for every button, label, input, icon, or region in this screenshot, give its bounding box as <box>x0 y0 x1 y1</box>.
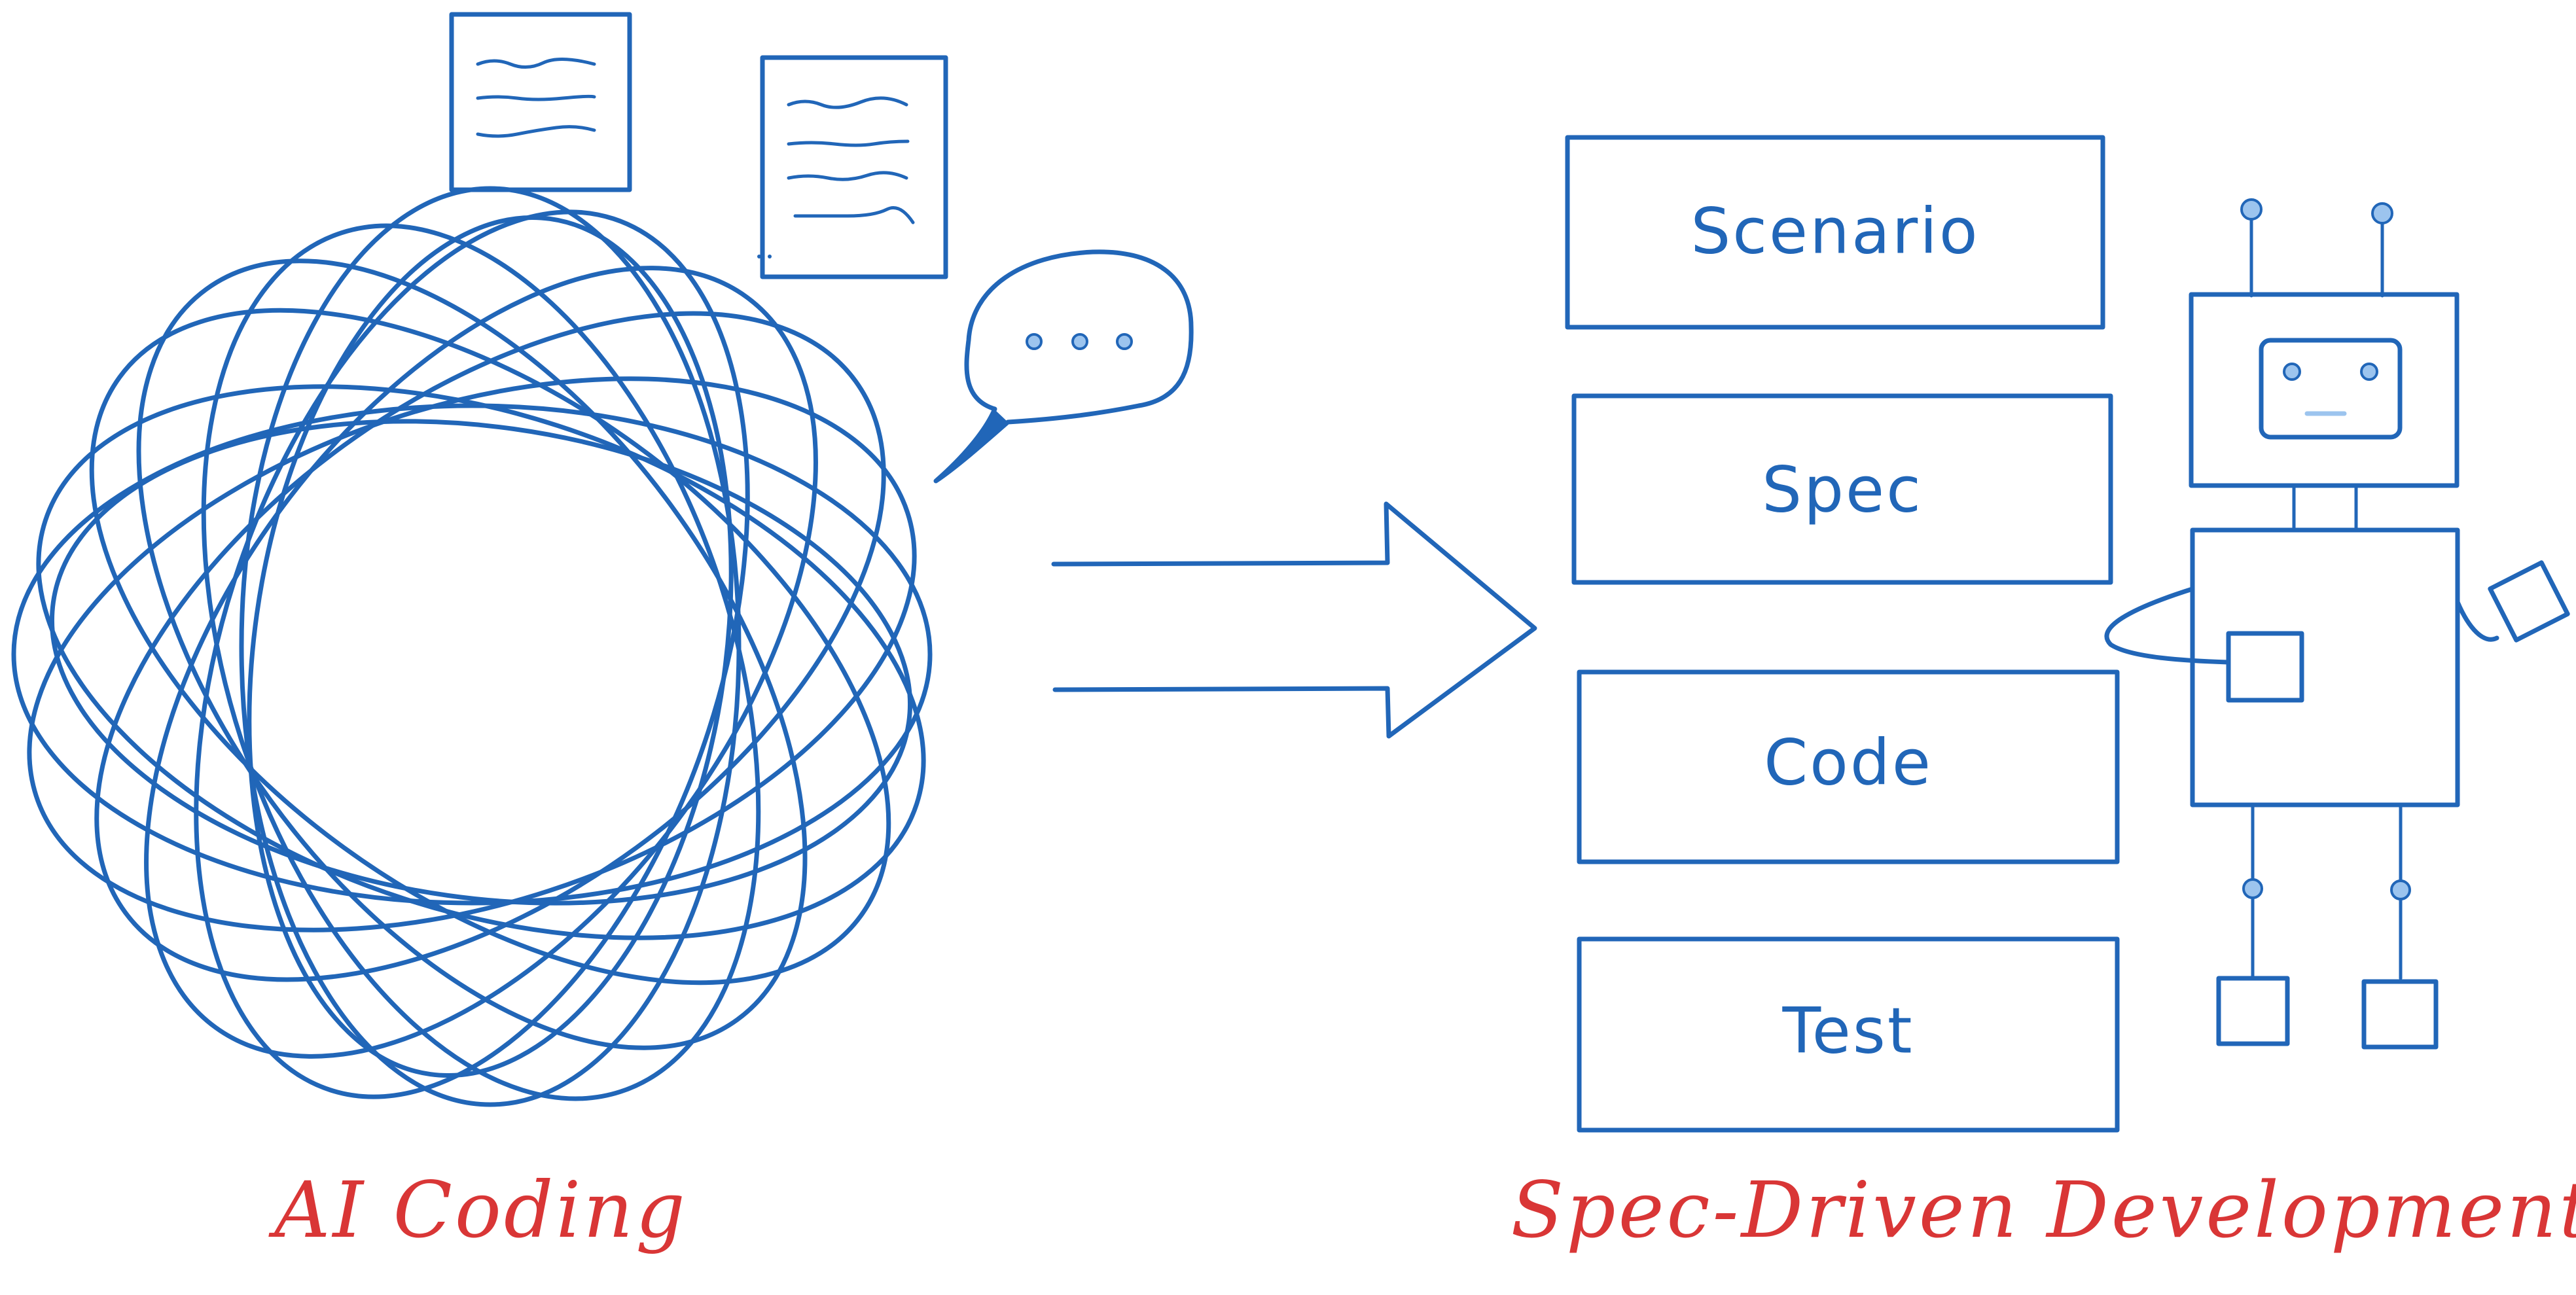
step-box-scenario: Scenario <box>1565 135 2105 330</box>
orbit-ellipse <box>194 209 750 1099</box>
orbit-ellipse <box>94 311 886 982</box>
left-caption: AI Coding <box>268 1165 687 1255</box>
orbit-ellipse <box>27 376 917 932</box>
speech-bubble-icon <box>933 249 1194 484</box>
right-caption: Spec-Driven Development <box>1511 1165 2576 1255</box>
step-label: Spec <box>1762 453 1923 526</box>
document-icon <box>449 12 632 192</box>
step-box-test: Test <box>1577 936 2120 1133</box>
orbit-ellipse <box>11 403 933 906</box>
step-box-code: Code <box>1577 669 2120 864</box>
orbit-ellipse <box>50 419 912 906</box>
orbit-ellipse <box>144 266 818 1059</box>
orbit-ellipse <box>89 308 891 985</box>
tangled-orbit-icon <box>11 186 933 1107</box>
step-label: Code <box>1764 726 1933 799</box>
step-box-spec: Spec <box>1571 393 2113 585</box>
orbit-ellipse <box>36 384 926 940</box>
document-icon <box>757 55 948 279</box>
arrow-right-icon <box>1051 501 1537 739</box>
orbit-ellipse <box>239 186 742 1107</box>
robot-icon <box>2104 198 2570 1050</box>
step-label: Test <box>1781 994 1914 1067</box>
orbit-ellipse <box>201 223 761 1101</box>
orbit-ellipse <box>247 215 734 1078</box>
step-label: Scenario <box>1690 194 1979 268</box>
orbit-ellipse <box>136 258 808 1050</box>
